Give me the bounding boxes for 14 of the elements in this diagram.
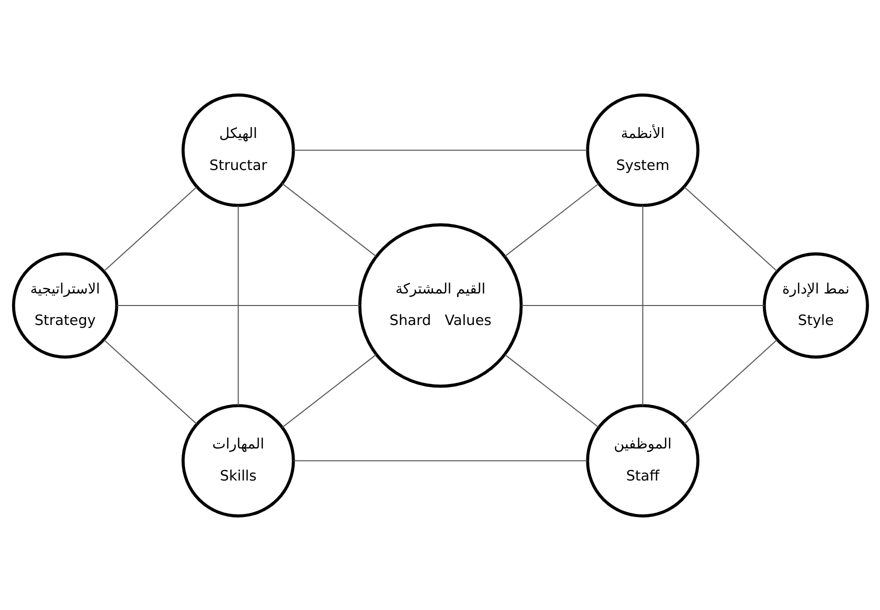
connector: [683, 186, 777, 271]
connector: [237, 205, 238, 406]
connector: [281, 354, 376, 428]
connector: [281, 182, 376, 256]
connector: [116, 304, 360, 306]
connector: [103, 339, 197, 424]
connector: [103, 186, 197, 271]
connector: [642, 205, 643, 406]
connector: [293, 149, 587, 150]
connector: [521, 304, 764, 306]
connector: [504, 182, 599, 256]
connector: [504, 354, 599, 428]
connector: [293, 460, 587, 461]
connector: [683, 339, 777, 424]
